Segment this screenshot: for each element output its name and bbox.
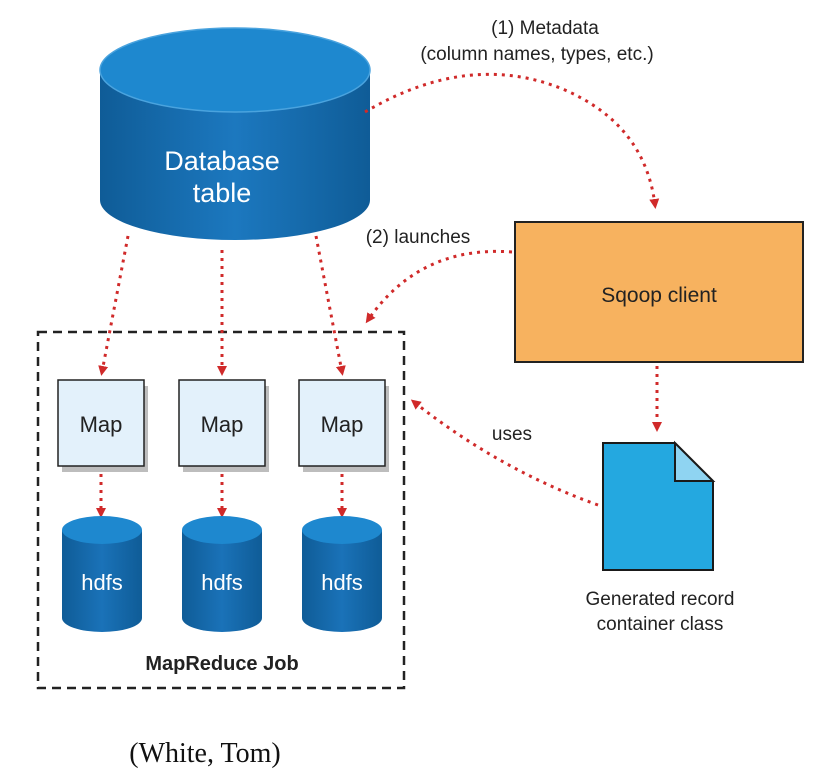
- launches-label: (2) launches: [366, 227, 471, 248]
- map-label: Map: [80, 412, 123, 437]
- hdfs-label: hdfs: [321, 570, 363, 595]
- mapreduce-job-label: MapReduce Job: [145, 653, 298, 675]
- database-table-cylinder: Database table: [99, 27, 371, 240]
- database-label-line2: table: [193, 178, 252, 208]
- document-icon: [602, 440, 716, 571]
- metadata-label-line2: (column names, types, etc.): [420, 44, 653, 65]
- db-to-map-arrow-3: [314, 235, 346, 376]
- hdfs-label: hdfs: [81, 570, 123, 595]
- map-box: Map: [298, 379, 389, 472]
- generated-class-label-line1: Generated record: [586, 589, 735, 610]
- figure-caption: (White, Tom): [129, 738, 280, 769]
- hdfs-cylinder: hdfs: [302, 516, 382, 632]
- launches-arrow: [365, 249, 513, 324]
- map-label: Map: [321, 412, 364, 437]
- hdfs-cylinder: hdfs: [62, 516, 142, 632]
- map-label: Map: [201, 412, 244, 437]
- hdfs-label: hdfs: [201, 570, 243, 595]
- map-box: Map: [178, 379, 269, 472]
- db-to-map-arrow-1: [98, 235, 130, 376]
- sqoop-client-box: Sqoop client: [514, 221, 804, 363]
- uses-arrow: [410, 399, 599, 507]
- database-label-line1: Database: [164, 146, 280, 176]
- metadata-label-line1: (1) Metadata: [491, 18, 599, 39]
- map-box: Map: [57, 379, 148, 472]
- sqoop-client-label: Sqoop client: [601, 284, 717, 307]
- generated-class-label-line2: container class: [597, 614, 724, 635]
- uses-label: uses: [492, 424, 532, 445]
- metadata-arrow: [364, 72, 660, 209]
- hdfs-cylinder: hdfs: [182, 516, 262, 632]
